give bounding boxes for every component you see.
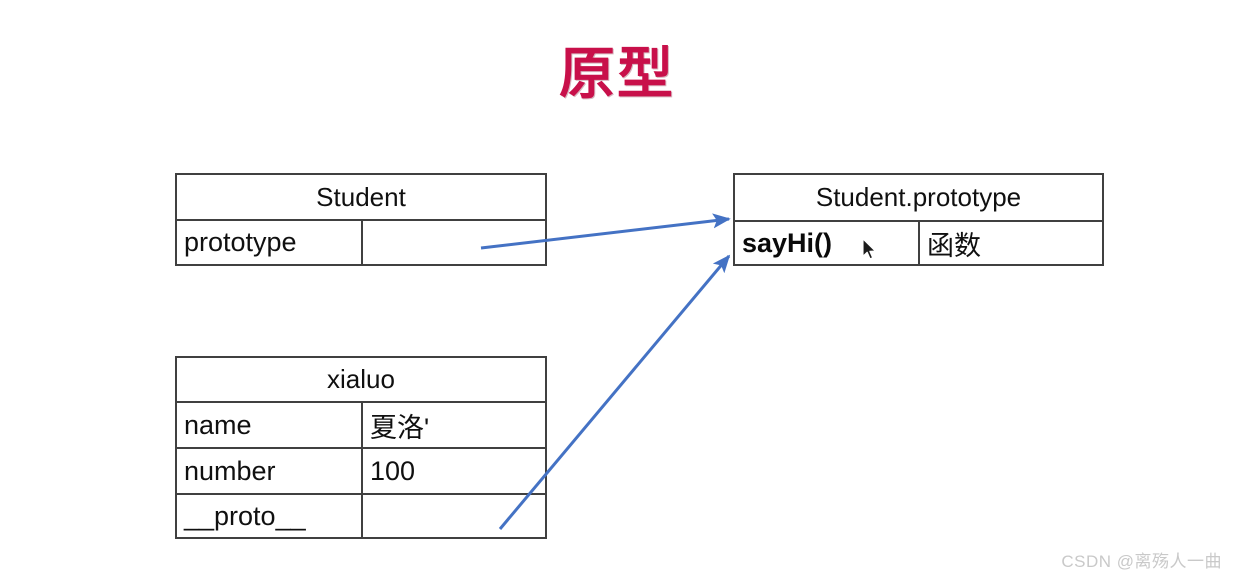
table-xialuo-key-number: number — [177, 449, 363, 493]
table-row: prototype — [177, 219, 545, 264]
table-row: name 夏洛' — [177, 401, 545, 447]
table-xialuo-key-proto: __proto__ — [177, 495, 363, 538]
table-row: number 100 — [177, 447, 545, 493]
table-xialuo: xialuo name 夏洛' number 100 __proto__ — [175, 356, 547, 539]
watermark: CSDN @离殇人一曲 — [1061, 552, 1222, 571]
mouse-pointer-icon — [862, 238, 876, 260]
table-row: __proto__ — [177, 493, 545, 538]
table-xialuo-value-name: 夏洛' — [370, 412, 430, 443]
table-student-header-cell: Student — [316, 181, 406, 212]
table-row: sayHi() 函数 — [735, 220, 1102, 264]
table-student-prototype-value-sayhi: 函数 — [927, 230, 981, 261]
table-student-value-prototype — [363, 221, 545, 264]
table-student-prototype-header-cell: Student.prototype — [815, 182, 1022, 212]
table-student-key-prototype: prototype — [177, 221, 363, 264]
table-xialuo-value-proto — [363, 495, 545, 538]
table-xialuo-value-number: 100 — [370, 455, 416, 486]
table-student-prototype-key-sayhi: sayHi() — [735, 222, 920, 264]
table-xialuo-header-row: xialuo — [177, 358, 545, 401]
table-student-prototype-header-row: Student.prototype — [735, 175, 1102, 220]
table-xialuo-key-name: name — [177, 403, 363, 447]
table-student: Student prototype — [175, 173, 547, 266]
table-xialuo-header-cell: xialuo — [327, 364, 395, 394]
table-student-prototype: Student.prototype sayHi() 函数 — [733, 173, 1104, 266]
page-title: 原型 — [559, 42, 675, 105]
table-student-header-row: Student — [177, 175, 545, 219]
